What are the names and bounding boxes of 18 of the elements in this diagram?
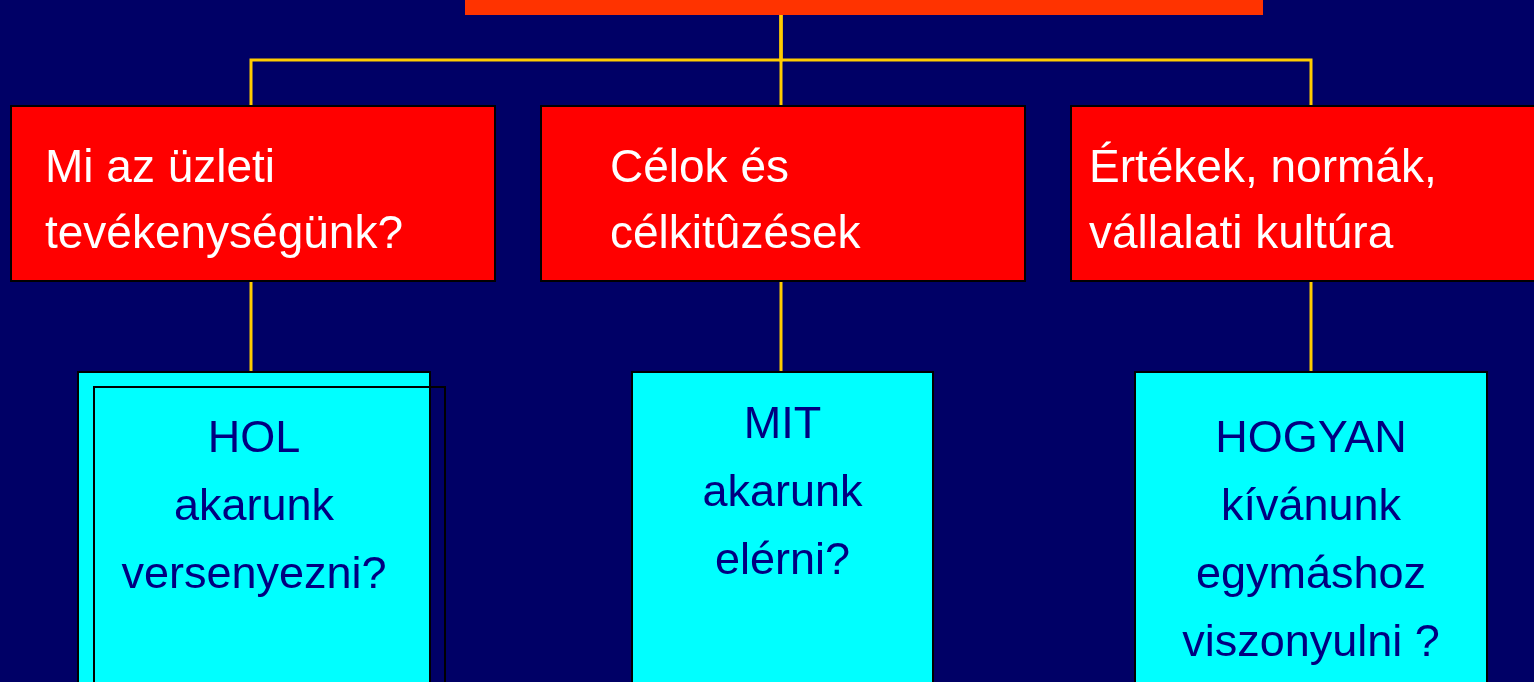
question-box bbox=[631, 371, 934, 682]
question-word: HOL bbox=[206, 410, 302, 464]
category-box bbox=[10, 105, 496, 282]
box-text: akarunk versenyezni? bbox=[120, 478, 388, 600]
box-text: akarunk elérni? bbox=[701, 464, 864, 586]
category-box bbox=[540, 105, 1026, 282]
category-box bbox=[1070, 105, 1534, 282]
connector-line bbox=[779, 282, 783, 371]
connector-line bbox=[1309, 282, 1313, 371]
connector-line bbox=[779, 15, 1313, 105]
box-text: kívánunk egymáshoz viszonyulni ? bbox=[1181, 478, 1441, 668]
connector-line bbox=[249, 282, 253, 371]
box-text: Célok és célkitûzések bbox=[610, 139, 862, 260]
question-word: HOGYAN bbox=[1214, 410, 1408, 464]
question-box bbox=[1134, 371, 1488, 682]
box-text: Mi az üzleti tevékenységünk? bbox=[45, 139, 405, 260]
question-word: MIT bbox=[742, 396, 823, 450]
box-text: Értékek, normák, vállalati kultúra bbox=[1089, 139, 1438, 260]
